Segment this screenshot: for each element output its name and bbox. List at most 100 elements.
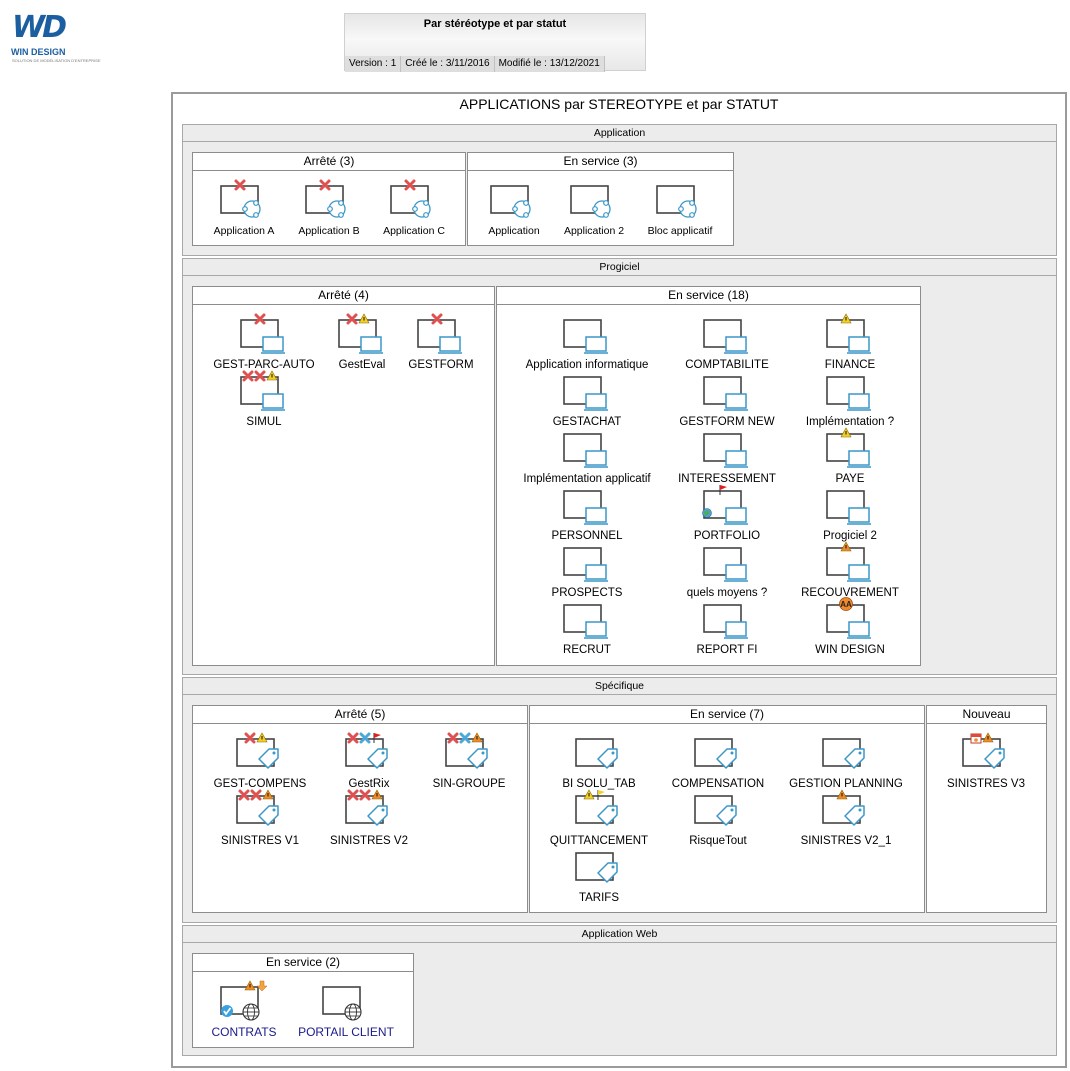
application-node[interactable]: QUITTANCEMENT bbox=[529, 789, 669, 848]
application-node[interactable]: Application B bbox=[259, 179, 399, 238]
created-label: Créé le : 3/11/2016 bbox=[401, 56, 495, 72]
application-node[interactable]: Application informatique bbox=[517, 316, 657, 372]
orange-warning-icon bbox=[982, 732, 994, 743]
application-node-label: Application 2 bbox=[563, 225, 625, 237]
application-node[interactable]: GEST-PARC-AUTO bbox=[194, 313, 334, 372]
monitor-icon bbox=[826, 490, 871, 525]
application-node-label: Application A bbox=[213, 225, 275, 237]
stereotype-band-title: Application Web bbox=[183, 926, 1056, 943]
monitor-icon bbox=[563, 547, 608, 582]
application-node-label: GESTION PLANNING bbox=[789, 778, 903, 790]
application-node[interactable]: PERSONNEL bbox=[517, 487, 657, 543]
application-node[interactable]: PROSPECTS bbox=[517, 544, 657, 600]
application-node[interactable]: INTERESSEMENT bbox=[657, 430, 797, 486]
tag-icon bbox=[445, 738, 488, 769]
application-node[interactable]: SINISTRES V2_1 bbox=[776, 789, 916, 848]
application-node[interactable]: FINANCE bbox=[780, 313, 920, 372]
orange-warning-icon bbox=[471, 732, 483, 743]
application-node[interactable]: COMPTABILITE bbox=[657, 316, 797, 372]
application-node[interactable]: Implémentation ? bbox=[780, 373, 920, 429]
monitor-icon bbox=[417, 313, 462, 354]
check-icon bbox=[221, 1005, 233, 1017]
application-node[interactable]: Application C bbox=[344, 179, 484, 238]
application-node[interactable]: RECRUT bbox=[517, 601, 657, 657]
monitor-icon bbox=[417, 319, 462, 354]
application-node[interactable]: COMPENSATION bbox=[648, 735, 788, 791]
application-node[interactable]: quels moyens ? bbox=[657, 544, 797, 600]
stopped-cross-icon bbox=[244, 732, 256, 744]
application-node[interactable]: Progiciel 2 bbox=[780, 487, 920, 543]
monitor-icon bbox=[563, 319, 608, 354]
application-node[interactable]: SINISTRES V1 bbox=[190, 789, 330, 848]
application-node[interactable]: PORTAIL CLIENT bbox=[276, 983, 416, 1039]
monitor-icon bbox=[563, 319, 608, 354]
globe-icon bbox=[220, 986, 260, 1021]
blue-cross-icon bbox=[459, 732, 471, 744]
application-node-label: Application bbox=[488, 225, 540, 237]
monitor-icon bbox=[826, 427, 871, 468]
stereotype-band-title: Spécifique bbox=[183, 678, 1056, 695]
application-node[interactable]: GestEval bbox=[292, 313, 432, 372]
stopped-cross-icon bbox=[242, 370, 254, 382]
status-group-title: En service (2) bbox=[193, 954, 413, 972]
diagram-meta: Version : 1 Créé le : 3/11/2016 Modifié … bbox=[345, 56, 645, 72]
application-node-icon bbox=[490, 185, 531, 218]
stopped-cross-icon bbox=[319, 179, 331, 191]
application-node[interactable]: Application 2 bbox=[524, 182, 664, 238]
tag-icon bbox=[345, 795, 388, 826]
stopped-cross-icon bbox=[347, 732, 359, 744]
application-node[interactable]: REPORT FI bbox=[657, 601, 797, 657]
application-node[interactable]: Application A bbox=[174, 179, 314, 238]
application-node-label: Progiciel 2 bbox=[823, 530, 877, 542]
stopped-cross-icon bbox=[238, 789, 250, 801]
application-node[interactable]: GESTION PLANNING bbox=[776, 735, 916, 791]
application-node[interactable]: SINISTRES V2 bbox=[299, 789, 439, 848]
tag-icon bbox=[822, 738, 865, 769]
monitor-icon bbox=[240, 376, 285, 411]
application-node[interactable]: GESTFORM NEW bbox=[657, 373, 797, 429]
warning-icon bbox=[266, 370, 278, 381]
application-node[interactable]: CONTRATS bbox=[174, 980, 314, 1039]
application-node-icon bbox=[570, 185, 611, 218]
application-node[interactable]: PORTFOLIO bbox=[657, 485, 797, 543]
monitor-icon bbox=[826, 541, 871, 582]
stopped-cross-icon bbox=[447, 732, 459, 744]
application-node[interactable]: GEST-COMPENS bbox=[190, 732, 330, 791]
application-node-label: WIN DESIGN bbox=[815, 644, 885, 656]
application-node[interactable]: RECOUVREMENT bbox=[780, 541, 920, 600]
application-node-label: quels moyens ? bbox=[686, 587, 768, 599]
tag-icon bbox=[694, 795, 737, 826]
application-node[interactable]: RisqueTout bbox=[648, 792, 788, 848]
monitor-icon bbox=[563, 547, 608, 582]
diagram-name: Par stéréotype et par statut bbox=[423, 18, 567, 30]
application-node-label: Application informatique bbox=[525, 359, 649, 371]
application-node[interactable]: GestRix bbox=[299, 732, 439, 791]
application-node[interactable]: Application bbox=[444, 182, 584, 238]
application-node[interactable]: SIN-GROUPE bbox=[399, 732, 539, 791]
application-node-label: BI SOLU_TAB bbox=[562, 778, 636, 790]
monitor-icon bbox=[703, 547, 748, 582]
application-node[interactable]: BI SOLU_TAB bbox=[529, 735, 669, 791]
application-node[interactable]: SIMUL bbox=[194, 370, 334, 429]
application-node[interactable]: Implémentation applicatif bbox=[517, 430, 657, 486]
application-node[interactable]: GESTACHAT bbox=[517, 373, 657, 429]
monitor-icon bbox=[826, 490, 871, 525]
application-node-label: PERSONNEL bbox=[551, 530, 623, 542]
application-node[interactable]: Bloc applicatif bbox=[610, 182, 750, 238]
monitor-icon bbox=[703, 433, 748, 468]
status-group-title: Arrêté (4) bbox=[193, 287, 494, 305]
application-node[interactable]: GESTFORM bbox=[371, 313, 511, 372]
yellow-flag-icon bbox=[597, 790, 605, 800]
application-node[interactable]: TARIFS bbox=[529, 849, 669, 905]
application-node[interactable]: PAYE bbox=[780, 427, 920, 486]
tag-icon bbox=[575, 738, 618, 769]
monitor-icon bbox=[703, 604, 748, 639]
monitor-icon bbox=[703, 547, 748, 582]
application-node-label: INTERESSEMENT bbox=[678, 473, 776, 485]
monitor-icon bbox=[240, 370, 285, 411]
status-group-title: En service (18) bbox=[497, 287, 920, 305]
application-node[interactable]: SINISTRES V3 bbox=[916, 732, 1056, 791]
